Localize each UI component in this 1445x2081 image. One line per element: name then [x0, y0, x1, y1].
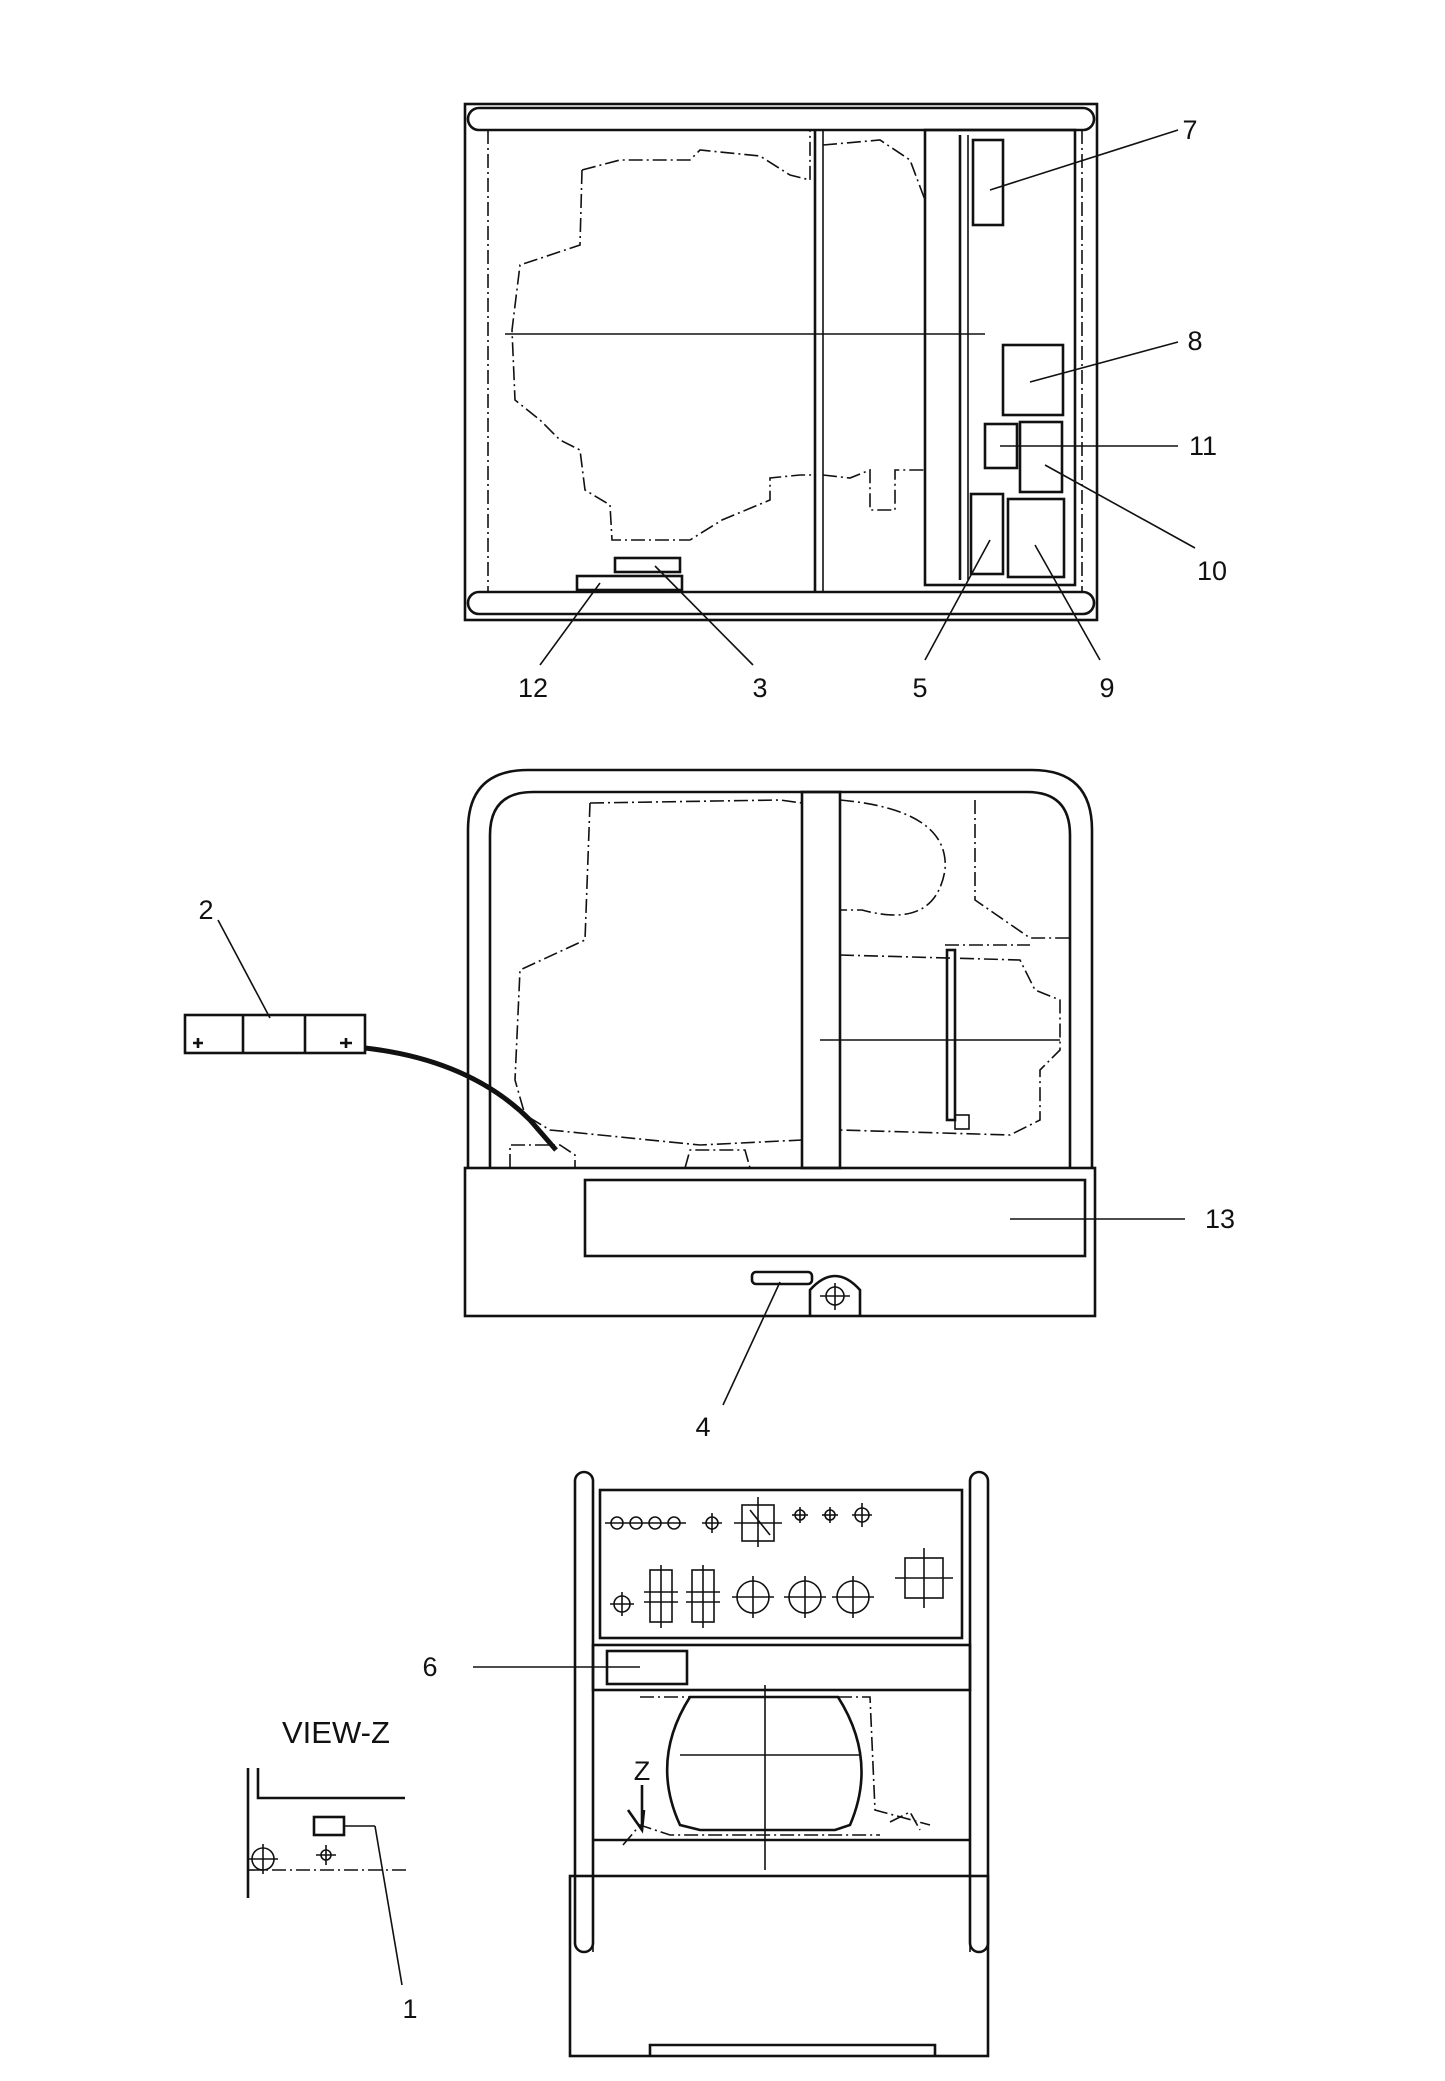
- label-8: 8: [1187, 326, 1202, 356]
- top-view: 7 8 11 10 9 5 3 12: [463, 102, 1227, 703]
- part-13: [583, 1178, 1087, 1258]
- part-5: [969, 492, 1005, 576]
- side-view: 2 4 13: [183, 768, 1235, 1442]
- part-7: [971, 138, 1005, 227]
- part-9: [1006, 497, 1066, 579]
- label-4: 4: [695, 1412, 710, 1442]
- front-view: Z 6: [422, 1470, 990, 2058]
- label-1: 1: [402, 1994, 417, 2024]
- label-2: 2: [198, 895, 213, 925]
- part-1: [312, 1815, 346, 1837]
- label-6: 6: [422, 1652, 437, 1682]
- label-10: 10: [1197, 556, 1227, 586]
- part-3: [613, 556, 682, 574]
- label-9: 9: [1099, 673, 1114, 703]
- label-7: 7: [1182, 115, 1197, 145]
- label-12: 12: [518, 673, 548, 703]
- part-4: [750, 1270, 814, 1286]
- view-title: VIEW-Z: [282, 1715, 390, 1750]
- view-marker-z: Z: [634, 1756, 651, 1786]
- control-panel: [598, 1488, 964, 1640]
- label-3: 3: [752, 673, 767, 703]
- part-10: [1018, 420, 1064, 494]
- part-8: [1001, 343, 1065, 417]
- label-13: 13: [1205, 1204, 1235, 1234]
- part-2: [183, 1013, 367, 1055]
- label-5: 5: [912, 673, 927, 703]
- label-11: 11: [1189, 431, 1217, 461]
- view-z-detail: VIEW-Z 1: [246, 1715, 418, 2024]
- part-12: [575, 574, 684, 592]
